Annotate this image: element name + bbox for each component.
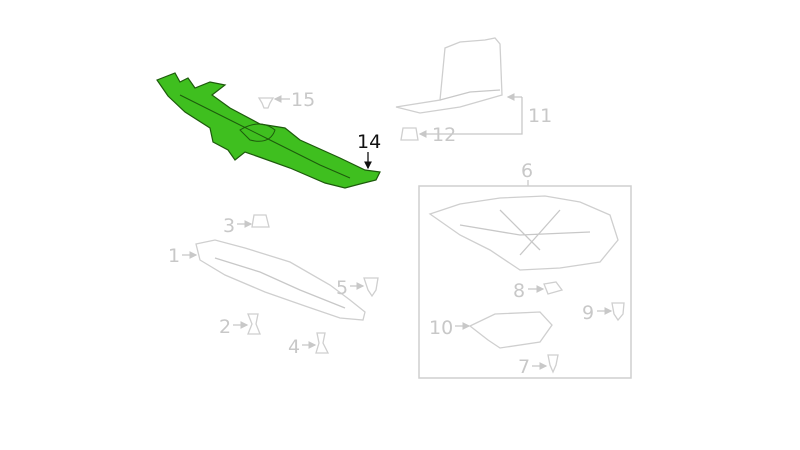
callout-7[interactable]: 7 [518, 356, 530, 378]
callout-3[interactable]: 3 [223, 215, 235, 237]
part-12-nut[interactable] [400, 127, 419, 141]
part-8-clip[interactable] [543, 281, 564, 295]
callout-12[interactable]: 12 [432, 124, 456, 146]
callout-6[interactable]: 6 [521, 160, 533, 182]
part-9-bolt[interactable] [611, 302, 625, 322]
callout-11[interactable]: 11 [528, 105, 552, 127]
part-7-bolt[interactable] [547, 354, 559, 374]
part-4-bolt[interactable] [315, 332, 330, 354]
callout-15[interactable]: 15 [291, 89, 315, 111]
part-11-cover[interactable] [395, 37, 503, 114]
callout-14[interactable]: 14 [357, 131, 381, 153]
assembly-6-box [418, 185, 632, 379]
part-10-cover[interactable] [468, 311, 553, 349]
part-5-bolt[interactable] [363, 277, 379, 298]
part-2-bolt[interactable] [247, 313, 261, 335]
callout-2[interactable]: 2 [219, 316, 231, 338]
callout-9[interactable]: 9 [582, 302, 594, 324]
part-1-undercover[interactable] [195, 239, 366, 321]
part-3-nut[interactable] [251, 214, 270, 228]
part-6-engine-undercover[interactable] [428, 195, 619, 271]
callout-8[interactable]: 8 [513, 280, 525, 302]
callout-4[interactable]: 4 [288, 336, 300, 358]
callout-1[interactable]: 1 [168, 245, 180, 267]
part-14-highlighted[interactable] [156, 72, 381, 189]
callout-10[interactable]: 10 [429, 317, 453, 339]
part-15-clip[interactable] [257, 97, 275, 109]
callout-5[interactable]: 5 [336, 277, 348, 299]
